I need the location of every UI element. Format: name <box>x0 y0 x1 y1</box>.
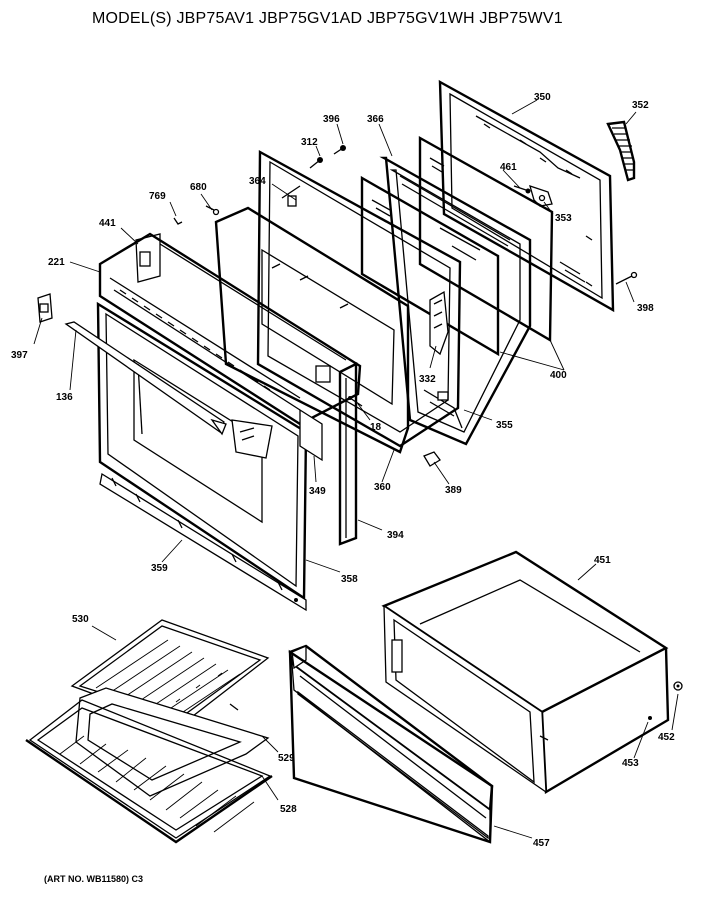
part-394-side-trim <box>338 362 358 546</box>
label-453: 453 <box>622 758 639 769</box>
part-396-screw <box>333 145 346 155</box>
part-352-handle <box>606 120 636 182</box>
part-453-screw <box>648 716 652 720</box>
label-332: 332 <box>419 374 436 385</box>
label-396: 396 <box>323 114 340 125</box>
label-400: 400 <box>550 370 567 381</box>
part-136-handle <box>64 321 227 436</box>
label-680: 680 <box>190 182 207 193</box>
label-529: 529 <box>278 753 295 764</box>
part-452-roller <box>673 681 683 691</box>
art-number: (ART NO. WB11580) C3 <box>44 874 144 884</box>
part-451-drawer-box <box>381 550 670 795</box>
label-397: 397 <box>11 350 28 361</box>
label-359: 359 <box>151 563 168 574</box>
diagram-title: MODEL(S) JBP75AV1 JBP75GV1AD JBP75GV1WH … <box>92 10 563 27</box>
label-221: 221 <box>48 257 65 268</box>
part-355-inner-door-frame <box>379 156 532 446</box>
label-528: 528 <box>280 804 297 815</box>
part-398-screw <box>615 271 638 285</box>
part-221-door-frame <box>98 232 362 426</box>
part-350-outer-door-panel <box>438 79 615 313</box>
label-312: 312 <box>301 137 318 148</box>
label-457: 457 <box>533 838 550 849</box>
part-680-screw <box>205 205 220 216</box>
part-349-window-glass <box>231 408 323 462</box>
label-452: 452 <box>658 732 675 743</box>
part-312-screw <box>309 157 323 169</box>
part-389-spacer <box>423 451 441 467</box>
part-457-drawer-front <box>288 644 494 844</box>
label-18: 18 <box>370 422 382 433</box>
part-358-outer-door <box>96 301 308 601</box>
part-364-door-liner <box>256 149 462 448</box>
part-360-inner-door <box>214 206 410 454</box>
label-389: 389 <box>445 485 462 496</box>
label-461: 461 <box>500 162 517 173</box>
label-530: 530 <box>72 614 89 625</box>
label-364: 364 <box>249 176 266 187</box>
part-400-glass-panels <box>360 135 554 357</box>
label-451: 451 <box>594 555 611 566</box>
part-397-clip <box>37 293 53 323</box>
label-358: 358 <box>341 574 358 585</box>
label-441: 441 <box>99 218 116 229</box>
part-332-latch <box>429 290 449 356</box>
part-labels: 350 352 396 366 312 461 364 680 769 353 … <box>11 92 675 849</box>
leader-lines <box>33 99 679 839</box>
label-350: 350 <box>534 92 551 103</box>
part-353-bracket <box>529 184 553 207</box>
part-769-clip <box>173 217 183 225</box>
label-353: 353 <box>555 213 572 224</box>
label-136: 136 <box>56 392 73 403</box>
label-349: 349 <box>309 486 326 497</box>
label-394: 394 <box>387 530 404 541</box>
label-355: 355 <box>496 420 513 431</box>
label-366: 366 <box>367 114 384 125</box>
label-398: 398 <box>637 303 654 314</box>
part-359-bottom-trim <box>99 472 307 612</box>
label-352: 352 <box>632 100 649 111</box>
part-441-bracket <box>135 233 161 283</box>
label-769: 769 <box>149 191 166 202</box>
label-360: 360 <box>374 482 391 493</box>
